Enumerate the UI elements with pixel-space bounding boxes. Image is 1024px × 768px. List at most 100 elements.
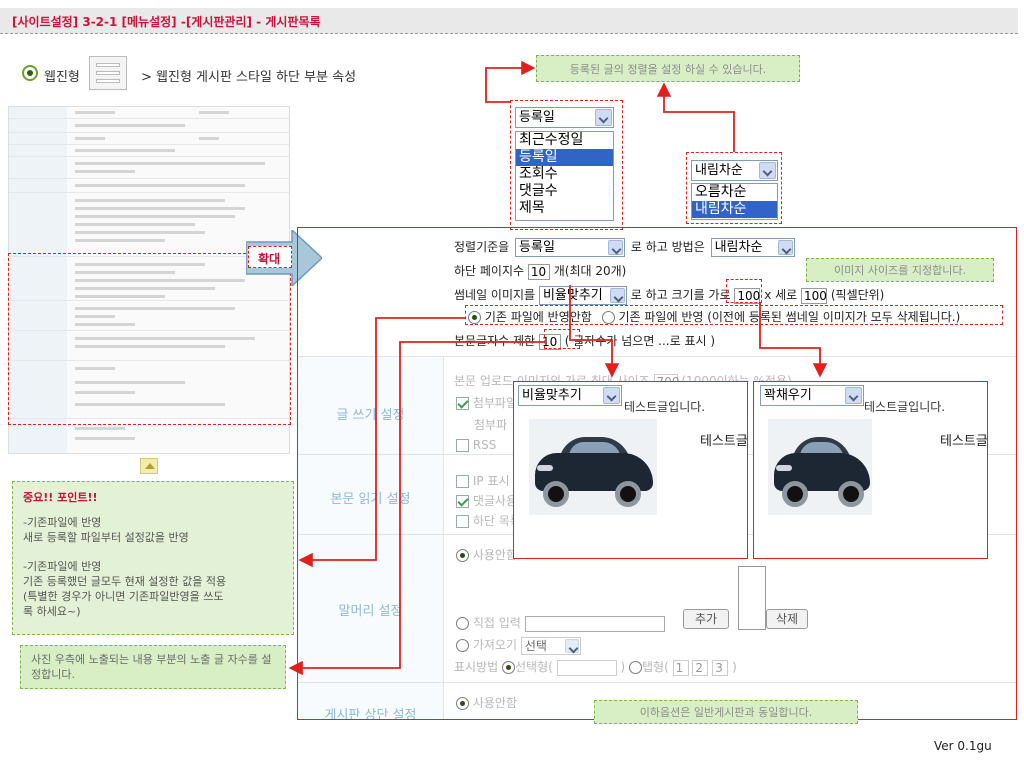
important-points: 중요!! 포인트!! -기존파일에 반영 새로 등록할 파일부터 설정값을 반영… (12, 481, 294, 635)
prefix-display-row: 표시방법 선택형( ) 탭형( 1 2 3 ) (454, 659, 737, 676)
order-option[interactable]: 오름차순 (695, 184, 747, 200)
bottom-list-checkbox[interactable] (456, 515, 469, 528)
display-select-box[interactable] (556, 659, 617, 676)
important-title: 중요!! 포인트!! (23, 491, 98, 504)
version-label: Ver 0.1gu (934, 739, 992, 753)
apply-none-radio[interactable] (468, 311, 481, 324)
order-dropdown-highlight (686, 152, 782, 224)
apply-row-highlight (465, 305, 1003, 325)
preview-right-select[interactable]: 꽉채우기 (760, 385, 864, 406)
apply-existing-radio[interactable] (601, 311, 615, 324)
thumbnail-height-input[interactable]: 100 (801, 287, 828, 304)
prefix-direct-radio[interactable] (456, 617, 469, 630)
preview-caption-left: 테스트글 (700, 434, 748, 449)
sort-option[interactable]: 조회수 (519, 166, 558, 182)
order-select[interactable]: 내림차순 (691, 160, 778, 181)
thumbnail-row: 썸네일 이미지를 비율맞추기 로 하고 크기를 가로 100 x 세로 100 … (454, 286, 885, 305)
prefix-fetch-row: 가져오기 선택 (456, 636, 581, 655)
chevron-down-icon (845, 387, 862, 404)
rss-checkbox[interactable] (456, 439, 469, 452)
write-settings-label: 글 쓰기 설정 (336, 408, 405, 423)
car-image-left (529, 419, 657, 515)
board-list-icon (89, 56, 127, 90)
car-image-right (768, 419, 872, 515)
order-options-list[interactable]: 오름차순 내림차순 (691, 183, 778, 220)
enlarge-label: 확대 (258, 252, 281, 266)
apply-existing-row: 기존 파일에 반영안함 기존 파일에 반영 (이전에 등록된 썸네일 이미지가 … (468, 308, 960, 325)
preview-caption-right: 테스트글 (940, 434, 988, 449)
preview-ratio-fit: 테스트글입니다. 테스트글 (513, 381, 748, 559)
tab-page-1[interactable]: 1 (672, 659, 689, 676)
chevron-down-icon (777, 240, 793, 255)
top-unused-radio[interactable] (456, 697, 469, 710)
prefix-fetch-select[interactable]: 선택 (520, 636, 581, 655)
order-select-inline[interactable]: 내림차순 (710, 238, 795, 257)
thumbnail-width-input[interactable]: 100 (734, 287, 761, 304)
prefix-delete-button[interactable]: 삭제 (766, 609, 808, 629)
webzine-radio[interactable] (22, 65, 38, 81)
comment-row: 댓글사용 (456, 492, 517, 509)
top-settings-label: 게시판 상단 설정 (324, 708, 417, 720)
page-count-row: 하단 페이지수 10 개(최대 20개) (454, 263, 627, 280)
attach-row: 첨부파일 (456, 394, 517, 411)
thumbnail-fit-select[interactable]: 비율맞추기 (538, 286, 627, 305)
chevron-down-icon (759, 162, 776, 179)
prefix-settings-label: 말머리 설정 (338, 604, 403, 619)
display-select-radio[interactable] (502, 661, 515, 674)
comment-checkbox[interactable] (456, 495, 469, 508)
same-option-callout: 이하옵션은 일반게시판과 동일합니다. (594, 700, 858, 724)
rss-row: RSS (456, 438, 496, 452)
ip-checkbox[interactable] (456, 475, 469, 488)
top-unused-row: 사용안함 (456, 694, 517, 711)
important-line: 록 하세요~) (23, 605, 81, 618)
preview-banner-right: 테스트글입니다. (864, 400, 946, 414)
chevron-down-icon (609, 288, 625, 303)
collapse-button[interactable] (140, 458, 158, 474)
chevron-down-icon (564, 638, 579, 653)
image-size-callout: 이미지 사이즈를 지정합니다. (806, 258, 994, 282)
tab-page-3[interactable]: 3 (712, 659, 729, 676)
preview-left-select[interactable]: 비율맞추기 (518, 385, 622, 406)
bottom-list-row: 하단 목록 (456, 512, 521, 529)
sort-note-callout: 등록된 글의 정렬을 설정 하실 수 있습니다. (536, 55, 800, 82)
prefix-unused-radio[interactable] (456, 549, 469, 562)
label-column (298, 356, 444, 719)
sort-options-list[interactable]: 최근수정일 등록일 조회수 댓글수 제목 (515, 131, 614, 221)
settings-panel: 정렬기준을 등록일 로 하고 방법은 내림차순 하단 페이지수 10 개(최대 … (297, 227, 1017, 720)
header-bar (0, 8, 1018, 34)
prefix-direct-row: 직접 입력 (456, 614, 665, 632)
sort-select[interactable]: 등록일 (515, 107, 614, 128)
webzine-label: 웹진형 (44, 70, 80, 85)
enlarge-label-box (248, 246, 292, 268)
prefix-add-button[interactable]: 추가 (683, 609, 729, 629)
order-option[interactable]: 내림차순 (692, 201, 777, 218)
chevron-down-icon (603, 387, 620, 404)
prefix-fetch-radio[interactable] (456, 639, 469, 652)
important-line: -기존파일에 반영 (23, 516, 102, 529)
sort-option[interactable]: 댓글수 (519, 183, 558, 199)
prefix-direct-input[interactable] (524, 615, 665, 632)
important-line: (특별한 경우가 아니면 기존파일반영을 쓰도 (23, 590, 224, 603)
page-title: [사이트설정] 3-2-1 [메뉴설정] -[게시판관리] - 게시판목록 (12, 15, 321, 29)
settings-thumbnail (8, 106, 290, 454)
thumbnail-highlight (8, 253, 291, 425)
size-input-highlight (726, 279, 762, 303)
tab-page-2[interactable]: 2 (692, 659, 709, 676)
chevron-down-icon (608, 240, 624, 255)
sort-select-inline[interactable]: 등록일 (515, 238, 626, 257)
sort-option[interactable]: 최근수정일 (519, 132, 584, 148)
prefix-unused-row: 사용안함 (456, 546, 517, 563)
prefix-list-box[interactable] (738, 566, 766, 630)
section-subtitle: > 웹진형 게시판 스타일 하단 부분 속성 (141, 70, 357, 85)
chevron-down-icon (595, 109, 612, 126)
summary-highlight (544, 329, 580, 349)
page-count-input[interactable]: 10 (527, 263, 550, 280)
sort-dropdown-highlight (510, 100, 623, 230)
important-line: 새로 등록할 파일부터 설정값을 반영 (23, 531, 189, 544)
sort-row: 정렬기준을 등록일 로 하고 방법은 내림차순 (454, 238, 795, 257)
sort-option[interactable]: 등록일 (516, 149, 613, 166)
display-tab-radio[interactable] (628, 661, 642, 674)
attach-checkbox[interactable] (456, 397, 469, 410)
sort-option[interactable]: 제목 (519, 200, 545, 216)
